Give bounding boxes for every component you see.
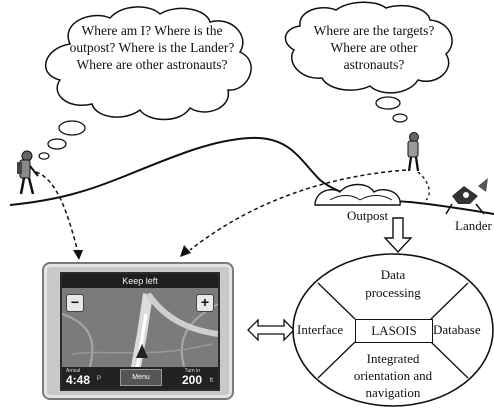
outpost-label: Outpost	[347, 208, 389, 223]
segment-database: Database	[433, 322, 481, 337]
astronaut-right-icon	[407, 132, 420, 172]
arrival-suffix: P	[97, 376, 102, 382]
astronaut-left-icon	[17, 150, 39, 195]
lasois-center-box: LASOIS	[355, 319, 433, 343]
thought-bubble	[58, 120, 86, 136]
terrain-line	[9, 136, 494, 215]
thought-cloud-left	[44, 6, 252, 121]
gps-instruction-bar: Keep left	[62, 274, 218, 288]
dashed-path-astronaut-to-device	[35, 171, 79, 253]
gps-status-bar: Arrival 4:48 P Menu Turn in 200 ft	[62, 367, 218, 389]
turn-label: Turn in	[184, 368, 200, 374]
dashed-path-astronaut2-to-device	[189, 169, 407, 251]
gps-screen: Keep left − + Arrival 4:48 P Menu Turn i…	[60, 272, 220, 391]
arrowhead	[73, 250, 83, 260]
thought-text-right: Where are the targets? Where are other a…	[313, 23, 435, 72]
arrival-label: Arrival	[66, 368, 81, 374]
menu-button[interactable]: Menu	[120, 369, 162, 386]
double-arrow	[247, 318, 295, 342]
thought-bubble	[47, 138, 67, 150]
thought-bubble	[38, 152, 50, 160]
thought-bubble	[375, 96, 401, 110]
hollow-arrow-down	[383, 217, 413, 254]
segment-integrated-orientation-navigation: Integrated orientation and navigation	[353, 351, 433, 400]
zoom-out-button[interactable]: −	[66, 294, 84, 312]
outpost-habitat	[314, 183, 401, 206]
zoom-in-button[interactable]: +	[196, 294, 214, 312]
turn-distance: 200	[181, 373, 202, 387]
arrival-time: 4:48	[66, 373, 91, 387]
dashed-path-to-outpost	[417, 171, 430, 201]
turn-unit: ft	[209, 378, 213, 384]
thought-text-left: Where am I? Where is the outpost? Where …	[69, 23, 235, 72]
segment-interface: Interface	[297, 322, 344, 337]
arrowhead	[180, 245, 191, 257]
thought-bubble	[392, 113, 408, 123]
gps-navigation-device: Keep left − + Arrival 4:48 P Menu Turn i…	[42, 262, 234, 400]
thought-cloud-right	[284, 1, 453, 94]
lander-label: Lander	[455, 218, 492, 233]
segment-data-processing: Data processing	[365, 267, 421, 300]
lander-icon	[445, 178, 488, 215]
